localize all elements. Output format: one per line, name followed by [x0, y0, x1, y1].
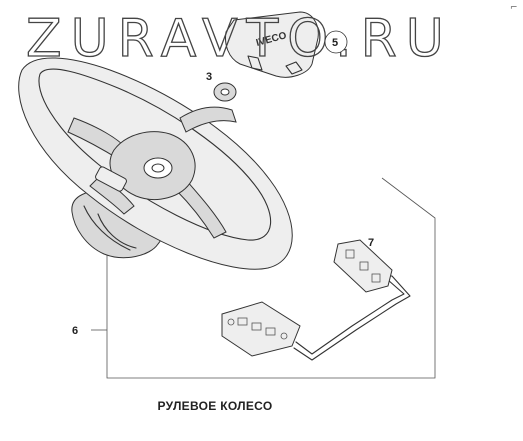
- corner-mark: ⌐: [510, 3, 518, 13]
- callout-7: 7: [368, 237, 374, 249]
- watermark-text: ZURAVTO.RU: [26, 9, 453, 69]
- nut-part: [213, 82, 237, 102]
- callout-3: 3: [206, 71, 212, 83]
- steering-wheel-center-hub: [95, 131, 196, 200]
- diagram-caption: РУЛЕВОЕ КОЛЕСО: [157, 399, 272, 413]
- wiring-harness: [293, 275, 411, 361]
- connector-7: [333, 239, 393, 293]
- horn-cover-part: IVECO: [225, 11, 319, 78]
- callout-6-bracket: [106, 177, 436, 379]
- callout-6: 6: [72, 325, 78, 337]
- switch-unit-6: [221, 301, 301, 357]
- callout-5-circle: [324, 30, 348, 54]
- callout-5: 5: [332, 37, 338, 49]
